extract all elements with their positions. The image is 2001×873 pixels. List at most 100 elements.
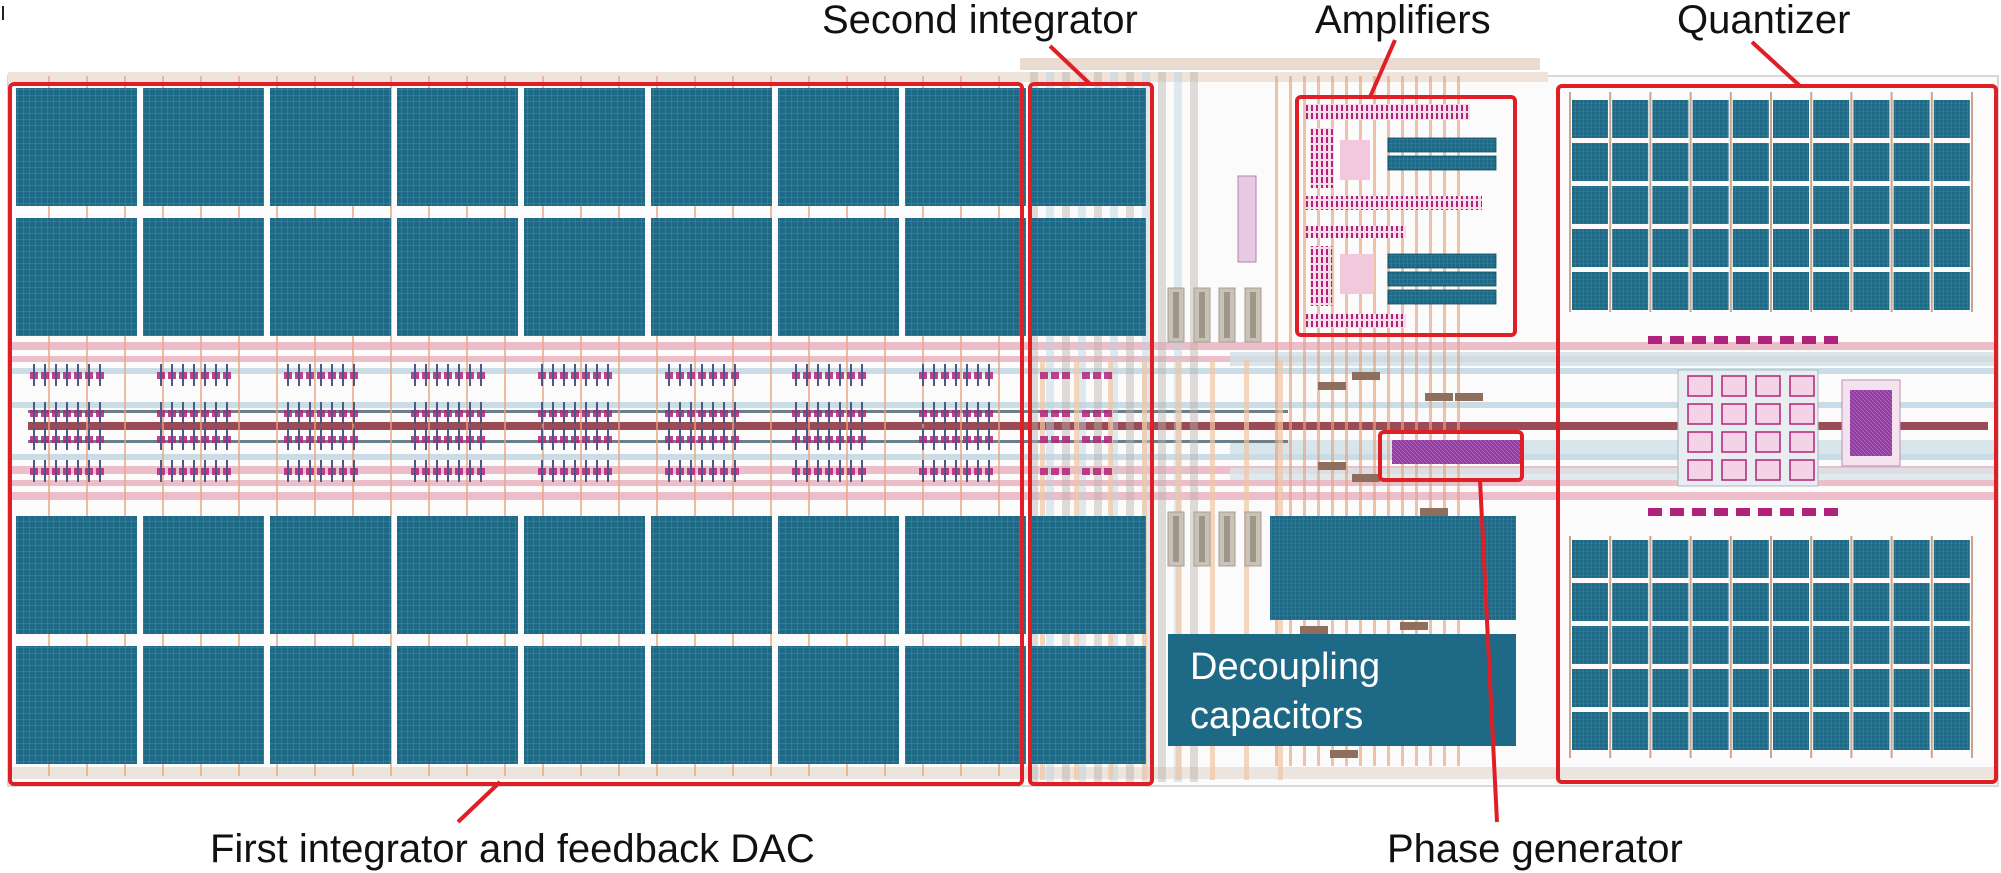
quantizer-capacitor-cell — [1572, 712, 1608, 750]
quantizer-capacitor-cell — [1652, 143, 1689, 181]
quantizer-grid-line — [1689, 92, 1692, 312]
switch-gate — [447, 402, 449, 424]
orange-vertical-wire — [428, 76, 430, 776]
switch-gate — [563, 428, 565, 450]
switch-gate — [331, 364, 333, 386]
switch-gate — [66, 402, 68, 424]
orange-vertical-wire — [86, 76, 88, 776]
switch-gate — [690, 460, 692, 482]
switch-gate — [309, 460, 311, 482]
switch-gate — [552, 402, 554, 424]
switch-gate — [193, 402, 195, 424]
switch-gate — [679, 402, 681, 424]
quantizer-capacitor-cell — [1813, 669, 1850, 707]
switch-gate — [33, 402, 35, 424]
switch-gate — [353, 460, 355, 482]
switch-gate — [480, 428, 482, 450]
quantizer-capacitor-cell — [1732, 712, 1769, 750]
leader-quantizer — [1750, 40, 1802, 88]
phase-generator-logic — [1392, 440, 1522, 464]
quantizer-capacitor-cell — [1732, 186, 1769, 224]
mid-routing-band — [10, 342, 1998, 350]
switch-gate — [988, 402, 990, 424]
circuit-blocks — [30, 104, 1901, 516]
latch-cell — [1780, 508, 1794, 516]
label-amplifiers: Amplifiers — [1315, 0, 1491, 42]
switch-gate — [817, 364, 819, 386]
quantizer-capacitor-cell — [1893, 272, 1930, 310]
quantizer-capacitor-cell — [1893, 229, 1930, 267]
quantizer-capacitor-cell — [1692, 100, 1729, 138]
via-pad — [1318, 462, 1346, 470]
quantizer-capacitor-cell — [1572, 626, 1608, 664]
encoder-logic — [1850, 390, 1892, 456]
switch-gate — [668, 460, 670, 482]
switch-gate — [955, 460, 957, 482]
switch-gate — [922, 460, 924, 482]
switch-gate — [425, 428, 427, 450]
orange-vertical-wire — [504, 76, 506, 776]
switch-gate — [298, 402, 300, 424]
switch-gate — [734, 402, 736, 424]
orange-vertical-wire — [48, 76, 50, 776]
comparator-cell — [1687, 403, 1713, 425]
orange-vertical-wire — [1244, 360, 1249, 780]
switch-gate — [88, 460, 90, 482]
quantizer-capacitor-cell — [1732, 229, 1769, 267]
switch-cell — [1093, 410, 1101, 417]
via-pad — [1400, 622, 1428, 630]
orange-vertical-wire — [998, 76, 1000, 776]
switch-gate — [723, 364, 725, 386]
switch-gate — [607, 460, 609, 482]
switch-gate — [425, 460, 427, 482]
switch-gate — [701, 402, 703, 424]
quantizer-capacitor-cell — [1853, 143, 1890, 181]
switch-gate — [182, 364, 184, 386]
switch-gate — [204, 402, 206, 424]
switch-gate — [160, 428, 162, 450]
switch-gate — [44, 402, 46, 424]
capacitor-arrays — [16, 88, 1970, 764]
switch-gate — [574, 428, 576, 450]
quantizer-capacitor-cell — [1773, 272, 1809, 310]
quantizer-capacitor-cell — [1773, 583, 1809, 621]
box-first-integrator — [8, 82, 1024, 786]
mid-routing-band — [10, 466, 1998, 474]
switch-gate — [828, 402, 830, 424]
quantizer-grid-line — [1930, 92, 1933, 312]
quantizer-capacitor-cell — [1773, 100, 1809, 138]
switch-gate — [574, 364, 576, 386]
switch-gate — [160, 364, 162, 386]
switch-gate — [88, 402, 90, 424]
switch-gate — [850, 428, 852, 450]
quantizer-capacitor-cell — [1813, 100, 1850, 138]
switch-gate — [723, 402, 725, 424]
switch-gate — [287, 460, 289, 482]
quantizer-capacitor-cell — [1732, 626, 1769, 664]
quantizer-capacitor-cell — [1893, 540, 1930, 578]
switch-gate — [44, 460, 46, 482]
orange-vertical-wire — [1176, 360, 1181, 780]
switch-cell — [1051, 372, 1059, 379]
quantizer-capacitor-cell — [1933, 540, 1970, 578]
quantizer-capacitor-cell — [1853, 626, 1890, 664]
orange-vertical-wire — [1457, 76, 1460, 766]
switch-gate — [712, 460, 714, 482]
comparator-cell — [1755, 459, 1781, 481]
mid-routing-band — [10, 402, 1998, 408]
switch-gate — [839, 364, 841, 386]
vertical-routing-column — [1046, 72, 1054, 782]
switch-gate — [414, 460, 416, 482]
orange-vertical-wire — [770, 76, 772, 776]
quantizer-grid-line — [1770, 536, 1772, 758]
switch-gate — [193, 364, 195, 386]
quantizer-capacitor-cell — [1572, 583, 1608, 621]
quantizer-capacitor-cell — [1933, 186, 1970, 224]
amplifier-transistor-block — [1340, 140, 1370, 180]
switch-gate — [342, 428, 344, 450]
first-integrator-capacitor-cell — [524, 88, 645, 206]
switch-gate — [414, 364, 416, 386]
switch-gate — [171, 364, 173, 386]
latch-cell — [1802, 336, 1816, 344]
label-decoupling-line1: Decoupling — [1190, 646, 1381, 688]
